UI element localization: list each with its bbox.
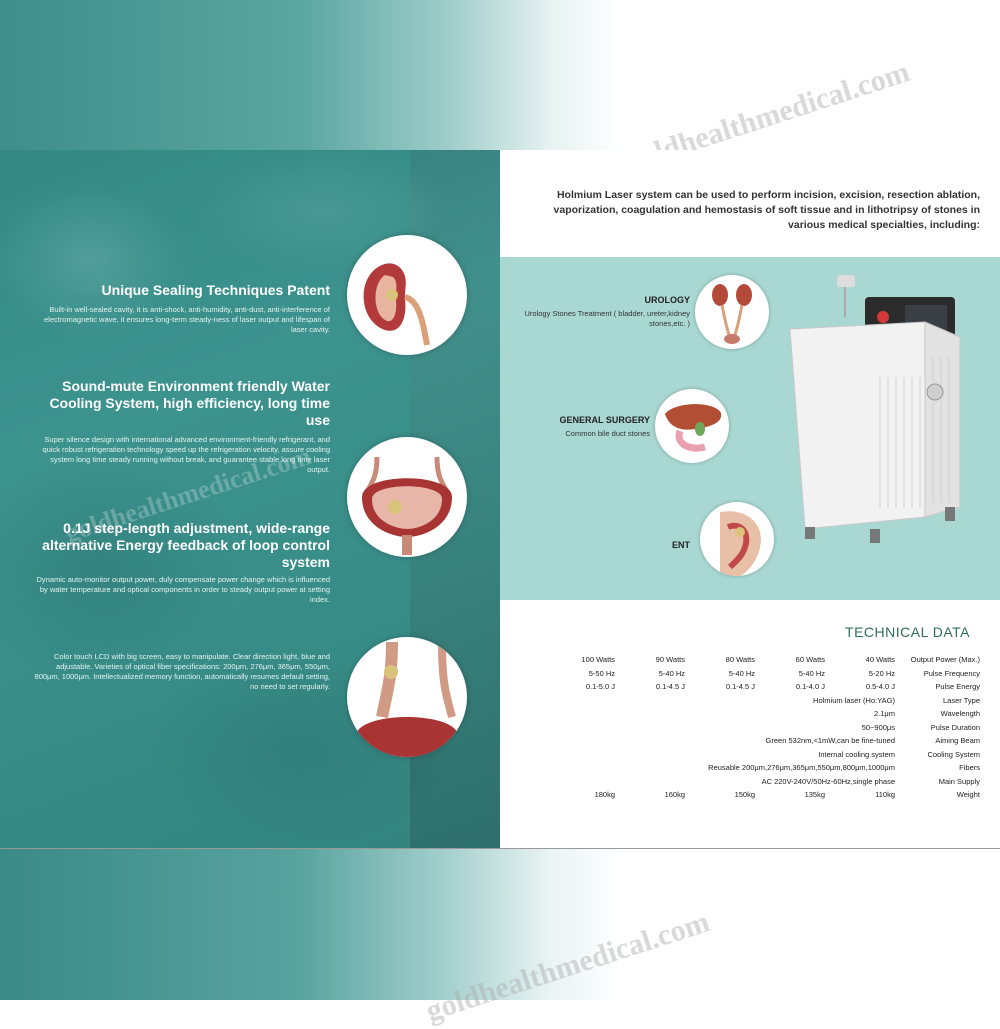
tech-row-value: 100 Watts	[581, 655, 616, 664]
brochure-spread: goldhealthmedical.com Unique Sealing Tec…	[0, 150, 1000, 848]
tech-row: Pulse Duration 50~900μs	[540, 723, 980, 735]
tech-row-value: 0.1-5.0 J	[585, 682, 615, 691]
general-surgery-illustration	[655, 389, 729, 463]
tech-row-value: 5-40 Hz	[728, 668, 755, 678]
tech-row: Wavelength 2.1μm	[540, 709, 980, 721]
feature-text-1: Built-in well-sealed cavity, it is anti-…	[44, 305, 330, 334]
specialty-desc-urology: Urology Stones Treatment ( bladder, uret…	[524, 309, 690, 328]
tech-row-label: Main Supply	[938, 776, 980, 786]
tech-row-label: Cooling System	[927, 749, 980, 759]
left-page: goldhealthmedical.com Unique Sealing Tec…	[0, 150, 500, 848]
tech-row-value: 60 Watts	[795, 655, 825, 664]
feature-title-1: Unique Sealing Techniques Patent	[101, 282, 330, 298]
tech-row-label: Aiming Beam	[935, 736, 980, 745]
feature-text-2: Super silence design with international …	[42, 435, 330, 474]
tech-row-value: 40 Watts	[865, 655, 895, 664]
tech-row-value: 0.1-4.0 J	[795, 682, 825, 691]
tech-row-value: 160kg	[664, 790, 685, 799]
tech-row-value: 0.1-4.5 J	[655, 682, 685, 691]
tech-row-value: Green 532nm,<1mW,can be fine-tuned	[765, 736, 895, 745]
bladder-icon	[362, 456, 452, 555]
intro-text: Holmium Laser system can be used to perf…	[553, 189, 980, 231]
feature-title-2: Sound-mute Environment friendly Water Co…	[49, 378, 330, 428]
tech-row-value: Internal cooling system	[818, 749, 895, 759]
feature-title-3: 0.1J step-length adjustment, wide-range …	[42, 520, 330, 570]
specialties-panel: UROLOGY Urology Stones Treatment ( bladd…	[500, 257, 1000, 600]
tech-row: Laser Type Holmium laser (Ho:YAG)	[540, 696, 980, 708]
right-page: Holmium Laser system can be used to perf…	[500, 150, 1000, 848]
tech-row: Main Supply AC 220V-240V/50Hz-60Hz,single…	[540, 777, 980, 789]
bottom-background	[0, 848, 1000, 1000]
tech-row-value: Holmium laser (Ho:YAG)	[813, 695, 895, 705]
tech-row: Cooling System Internal cooling system	[540, 750, 980, 762]
tech-row: Pulse Energy 0.5-4.0 J 0.1-4.0 J 0.1-4.5 J 0…	[540, 682, 980, 694]
tech-row-value: AC 220V-240V/50Hz-60Hz,single phase	[761, 776, 895, 786]
ent-illustration	[700, 502, 774, 576]
feature-panel	[0, 150, 410, 848]
tech-row-value: 0.5-4.0 J	[865, 682, 895, 691]
laser-device-image	[789, 275, 961, 543]
tech-row: Output Power (Max.) 40 Watts 60 Watts 80 Wa…	[540, 655, 981, 667]
tech-row-value: 0.1-4.5 J	[725, 682, 755, 691]
tech-row: Pulse Frequency 5-20 Hz 5-40 Hz 5-40 Hz 5-40…	[540, 669, 980, 681]
tech-row: Fibers Reusable 200μm,276μm,365μm,550μm,8…	[540, 763, 980, 775]
specialty-title-general-surgery: GENERAL SURGERY	[559, 415, 650, 425]
tech-row-label: Pulse Energy	[935, 682, 980, 691]
tech-row-label: Pulse Duration	[930, 722, 980, 732]
tech-row-label: Output Power (Max.)	[910, 655, 980, 664]
kidneys-icon	[712, 284, 752, 344]
urology-illustration	[695, 275, 769, 349]
top-background	[0, 0, 1000, 150]
tech-row-value: 5-20 Hz	[868, 668, 895, 678]
liver-icon	[665, 404, 722, 452]
tech-row-label: Laser Type	[943, 695, 980, 705]
ureter-illustration	[347, 637, 467, 757]
ureter-icon	[357, 641, 457, 757]
tech-row-value: 180kg	[594, 790, 615, 799]
tech-row-value: 5-40 Hz	[798, 668, 825, 678]
tech-row-value: 2.1μm	[874, 709, 895, 718]
tech-row-value: 80 Watts	[725, 655, 755, 664]
feature-text-3: Dynamic auto-monitor output power, duly …	[36, 575, 331, 604]
tech-row-label: Weight	[956, 790, 980, 799]
specialty-desc-general-surgery: Common bile duct stones	[565, 429, 650, 438]
specialty-title-urology: UROLOGY	[644, 295, 690, 305]
tech-row-label: Wavelength	[940, 709, 980, 718]
tech-row: Aiming Beam Green 532nm,<1mW,can be fine-…	[540, 736, 980, 748]
tech-row-value: 5-40 Hz	[658, 668, 685, 678]
tech-row-label: Fibers	[959, 763, 980, 772]
kidney-icon	[363, 263, 430, 346]
tech-row-value: Reusable 200μm,276μm,365μm,550μm,800μm,1…	[708, 763, 895, 772]
head-section-icon	[720, 511, 761, 576]
tech-row-value: 110kg	[875, 790, 895, 799]
page-bottom-line	[0, 848, 1000, 849]
feature-text-4: Color touch LCD with big screen, easy to…	[34, 652, 330, 691]
tech-row-value: 150kg	[734, 790, 755, 799]
tech-row: Weight 110kg 135kg 150kg 160kg 180kg	[540, 790, 980, 802]
tech-row-value: 50~900μs	[861, 722, 895, 732]
tech-row-value: 135kg	[804, 790, 825, 799]
tech-row-label: Pulse Frequency	[923, 668, 980, 678]
tech-row-value: 90 Watts	[655, 655, 685, 664]
technical-data-title: TECHNICAL DATA	[845, 624, 970, 640]
bladder-illustration	[347, 437, 467, 557]
kidney-illustration	[347, 235, 467, 355]
tech-row-value: 5-50 Hz	[588, 668, 615, 678]
specialty-title-ent: ENT	[672, 540, 690, 550]
